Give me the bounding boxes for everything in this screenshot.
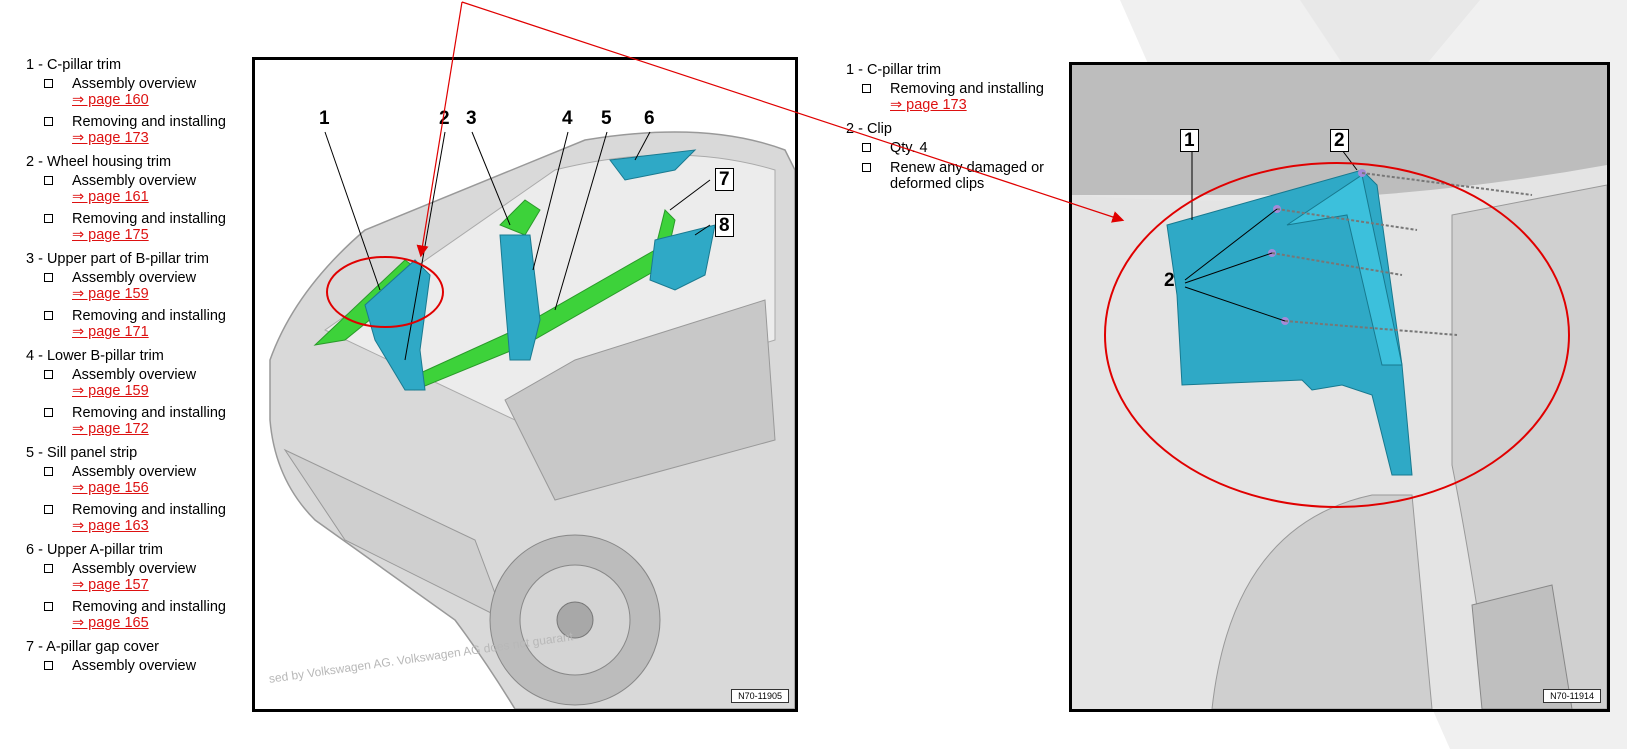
- legend-item-title: 2 - Clip: [846, 121, 892, 137]
- callout-3: 3: [466, 108, 477, 129]
- detail-callout-2-left: 2: [1164, 270, 1175, 291]
- checkbox-bullet-icon: [44, 467, 53, 476]
- legend-bullet: Assembly overview⇒ page 159: [26, 367, 251, 399]
- page-reference-link[interactable]: ⇒ page 173: [890, 97, 967, 113]
- legend-bullet: Removing and installing⇒ page 172: [26, 405, 251, 437]
- page-reference-link[interactable]: ⇒ page 163: [72, 518, 149, 534]
- vehicle-illustration: [269, 131, 795, 709]
- figure-code: N70-11905: [731, 689, 789, 703]
- legend-bullet: Removing and installing⇒ page 171: [26, 308, 251, 340]
- legend-bullet: Assembly overview⇒ page 159: [26, 270, 251, 302]
- page-reference-link[interactable]: ⇒ page 161: [72, 189, 149, 205]
- checkbox-bullet-icon: [44, 214, 53, 223]
- legend-bullet: Assembly overview⇒ page 156: [26, 464, 251, 496]
- legend-bullet: Removing and installing⇒ page 173: [846, 81, 1076, 113]
- checkbox-bullet-icon: [862, 84, 871, 93]
- legend-bullet: Assembly overview⇒ page 161: [26, 173, 251, 205]
- vehicle-overview-figure: 1 2 3 4 5 6 7 8 N70-11905: [252, 57, 798, 712]
- legend-item-title: 7 - A-pillar gap cover: [26, 639, 159, 655]
- bullet-text: Removing and installing: [72, 405, 226, 421]
- callout-8: 8: [715, 214, 734, 237]
- bullet-text: Removing and installing: [890, 81, 1044, 97]
- checkbox-bullet-icon: [44, 602, 53, 611]
- checkbox-bullet-icon: [862, 163, 871, 172]
- legend-bullet: Removing and installing⇒ page 173: [26, 114, 251, 146]
- legend-bullet: Assembly overview⇒ page 160: [26, 76, 251, 108]
- bullet-text: Assembly overview: [72, 561, 197, 577]
- page-reference-link[interactable]: ⇒ page 172: [72, 421, 149, 437]
- page-reference-link[interactable]: ⇒ page 175: [72, 227, 149, 243]
- checkbox-bullet-icon: [862, 143, 871, 152]
- callout-2: 2: [439, 108, 450, 129]
- callout-7: 7: [715, 168, 734, 191]
- callout-6: 6: [644, 108, 655, 129]
- legend-item-title: 1 - C-pillar trim: [26, 57, 122, 73]
- checkbox-bullet-icon: [44, 370, 53, 379]
- legend-bullet: Qty. 4: [846, 140, 1076, 156]
- legend-item-title: 5 - Sill panel strip: [26, 445, 138, 461]
- page-reference-link[interactable]: ⇒ page 156: [72, 480, 149, 496]
- checkbox-bullet-icon: [44, 117, 53, 126]
- legend-bullet: Assembly overview⇒ page 157: [26, 561, 251, 593]
- checkbox-bullet-icon: [44, 408, 53, 417]
- bullet-text: Removing and installing: [72, 308, 226, 324]
- page-reference-link[interactable]: ⇒ page 160: [72, 92, 149, 108]
- checkbox-bullet-icon: [44, 505, 53, 514]
- checkbox-bullet-icon: [44, 564, 53, 573]
- page-reference-link[interactable]: ⇒ page 157: [72, 577, 149, 593]
- page-reference-link[interactable]: ⇒ page 165: [72, 615, 149, 631]
- bullet-text: Assembly overview: [72, 270, 197, 286]
- detail-callout-2-top: 2: [1330, 129, 1349, 152]
- legend-item-title: 1 - C-pillar trim: [846, 62, 942, 78]
- c-pillar-detail-figure: 1 2 2 N70-11914: [1069, 62, 1610, 712]
- c-pillar-illustration: [1072, 65, 1607, 709]
- bullet-text: Assembly overview: [72, 658, 197, 674]
- legend-bullet: Removing and installing⇒ page 175: [26, 211, 251, 243]
- detail-figure-code: N70-11914: [1543, 689, 1601, 703]
- page-reference-link[interactable]: ⇒ page 173: [72, 130, 149, 146]
- checkbox-bullet-icon: [44, 311, 53, 320]
- legend-bullet: Removing and installing⇒ page 165: [26, 599, 251, 631]
- checkbox-bullet-icon: [44, 273, 53, 282]
- callout-4: 4: [562, 108, 573, 129]
- legend-item-title: 2 - Wheel housing trim: [26, 154, 172, 170]
- legend-item-title: 3 - Upper part of B-pillar trim: [26, 251, 209, 267]
- page-reference-link[interactable]: ⇒ page 159: [72, 286, 149, 302]
- page-reference-link[interactable]: ⇒ page 159: [72, 383, 149, 399]
- bullet-text: Removing and installing: [72, 599, 226, 615]
- bullet-text: Assembly overview: [72, 464, 197, 480]
- detail-callout-1: 1: [1180, 129, 1199, 152]
- checkbox-bullet-icon: [44, 79, 53, 88]
- legend-item-title: 4 - Lower B-pillar trim: [26, 348, 164, 364]
- callout-1: 1: [319, 108, 330, 129]
- bullet-text: Assembly overview: [72, 173, 197, 189]
- bullet-text: Removing and installing: [72, 114, 226, 130]
- checkbox-bullet-icon: [44, 176, 53, 185]
- legend-bullet: Assembly overview: [26, 658, 251, 674]
- legend-bullet: Renew any damaged or deformed clips: [846, 160, 1076, 192]
- page-reference-link[interactable]: ⇒ page 171: [72, 324, 149, 340]
- callout-5: 5: [601, 108, 612, 129]
- legend-bullet: Removing and installing⇒ page 163: [26, 502, 251, 534]
- bullet-text: Removing and installing: [72, 502, 226, 518]
- bullet-text: Removing and installing: [72, 211, 226, 227]
- bullet-text: Qty. 4: [890, 140, 928, 156]
- legend-item-title: 6 - Upper A-pillar trim: [26, 542, 163, 558]
- bullet-text: Renew any damaged or deformed clips: [890, 160, 1044, 192]
- bullet-text: Assembly overview: [72, 367, 197, 383]
- checkbox-bullet-icon: [44, 661, 53, 670]
- bullet-text: Assembly overview: [72, 76, 197, 92]
